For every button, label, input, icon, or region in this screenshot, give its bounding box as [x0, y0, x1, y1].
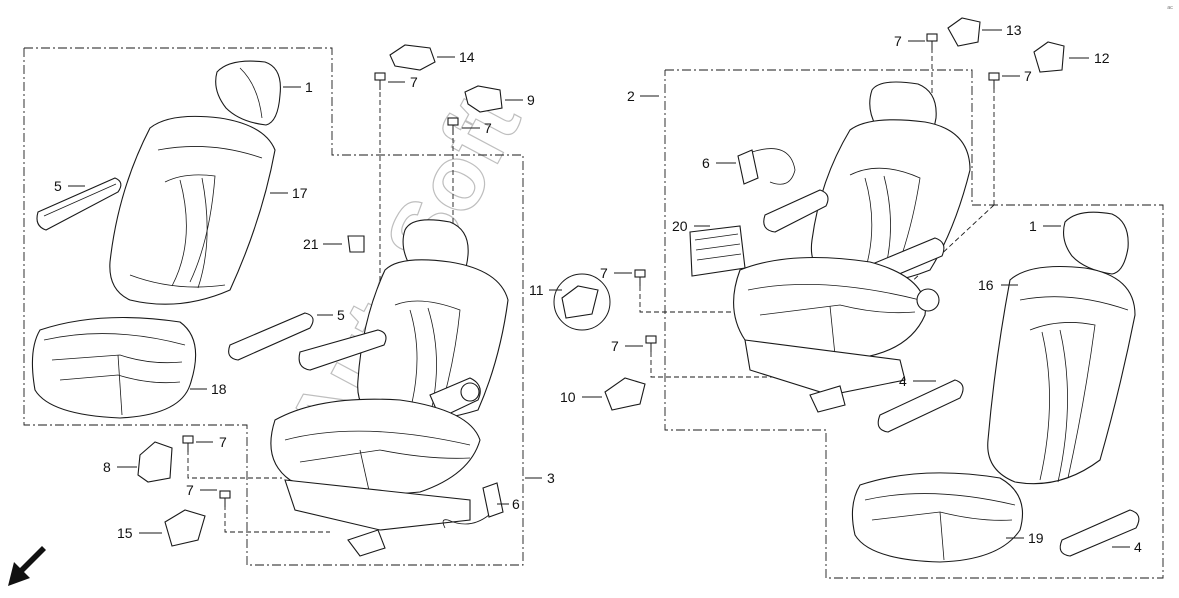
callouts: 1 17 5 18 21 5 14 7 9 7 7 8 7 15 3 6 2 6: [54, 22, 1142, 555]
bracket-8: [137, 441, 173, 483]
seat-rail-bracket-right: [809, 385, 846, 413]
callout-4-lower: 4: [1134, 539, 1142, 555]
callout-6-right: 6: [702, 155, 710, 171]
callout-10: 10: [560, 389, 576, 405]
seat-rail-bracket-center: [347, 529, 386, 557]
seat-cushion-center: [270, 398, 481, 495]
callout-2: 2: [627, 88, 635, 104]
group-boundaries: [23, 47, 1164, 579]
bolt-icon: [374, 72, 386, 90]
callout-17: 17: [292, 185, 308, 201]
callout-7-b: 7: [484, 120, 492, 136]
callout-7-h: 7: [1024, 68, 1032, 84]
left-seat-parts: [31, 60, 365, 419]
callout-7-e: 7: [600, 265, 608, 281]
seatback-cover-left: [109, 115, 276, 305]
callout-14: 14: [459, 49, 475, 65]
bracket-13: [947, 17, 981, 47]
clip-21: [347, 235, 365, 253]
bolt-icon: [634, 269, 646, 286]
callout-8: 8: [103, 459, 111, 475]
bolts: [182, 33, 1000, 507]
armrest-pad-right-upper: [877, 379, 964, 433]
seat-frame-center: [284, 479, 471, 531]
callout-19: 19: [1028, 530, 1044, 546]
armrest-center: [298, 329, 387, 371]
bolt-icon: [645, 335, 657, 352]
headrest-left: [215, 60, 281, 126]
armrest-right-assembly: [763, 189, 829, 233]
callout-5-left: 5: [54, 178, 62, 194]
callout-20: 20: [672, 218, 688, 234]
control-module-20: [689, 225, 746, 277]
seat-cushion-cover-left: [31, 317, 197, 419]
seatback-cover-right: [987, 265, 1136, 485]
callout-18: 18: [211, 381, 227, 397]
callout-21: 21: [303, 236, 319, 252]
callout-1-left: 1: [305, 79, 313, 95]
callout-7-a: 7: [410, 74, 418, 90]
bolt-icon: [182, 435, 194, 452]
callout-7-g: 7: [894, 33, 902, 49]
callout-7-f: 7: [611, 338, 619, 354]
bracket-9: [464, 85, 503, 113]
armrest-pad-center: [228, 312, 314, 361]
callout-16: 16: [978, 277, 994, 293]
callout-7-d: 7: [186, 482, 194, 498]
callout-4-upper: 4: [899, 373, 907, 389]
bolt-icon: [988, 72, 1000, 89]
callout-3: 3: [547, 470, 555, 486]
bracket-12: [1033, 41, 1065, 73]
bolt-icon: [219, 490, 231, 507]
callout-7-c: 7: [219, 434, 227, 450]
bolt-icon: [926, 33, 938, 50]
callout-11: 11: [529, 282, 544, 298]
armrest-pad-right-lower: [1059, 509, 1140, 557]
corner-mark: ᵃᶜ: [1167, 4, 1173, 13]
seatbelt-buckle-right: [737, 149, 759, 185]
callout-13: 13: [1006, 22, 1022, 38]
callout-5-center: 5: [337, 307, 345, 323]
center-seat-assembly: [270, 219, 509, 557]
brackets: [137, 17, 1065, 547]
bracket-10: [604, 377, 646, 411]
bracket-14: [389, 44, 436, 71]
headrest-right: [1063, 211, 1129, 275]
seat-frame-right: [744, 339, 906, 396]
callout-1-right: 1: [1029, 218, 1037, 234]
bolt-icon: [447, 117, 459, 135]
bracket-15: [164, 509, 206, 547]
seatbelt-buckle-center: [482, 482, 504, 518]
front-direction-arrow-icon: [8, 546, 46, 586]
callout-15: 15: [117, 525, 133, 541]
callout-6-center: 6: [512, 496, 520, 512]
seat-cushion-cover-right: [851, 472, 1024, 563]
right-seat-parts: [851, 211, 1140, 563]
right-seat-assembly: [689, 81, 971, 413]
bracket-11: [561, 285, 599, 319]
callout-9: 9: [527, 92, 535, 108]
callout-12: 12: [1094, 50, 1110, 66]
